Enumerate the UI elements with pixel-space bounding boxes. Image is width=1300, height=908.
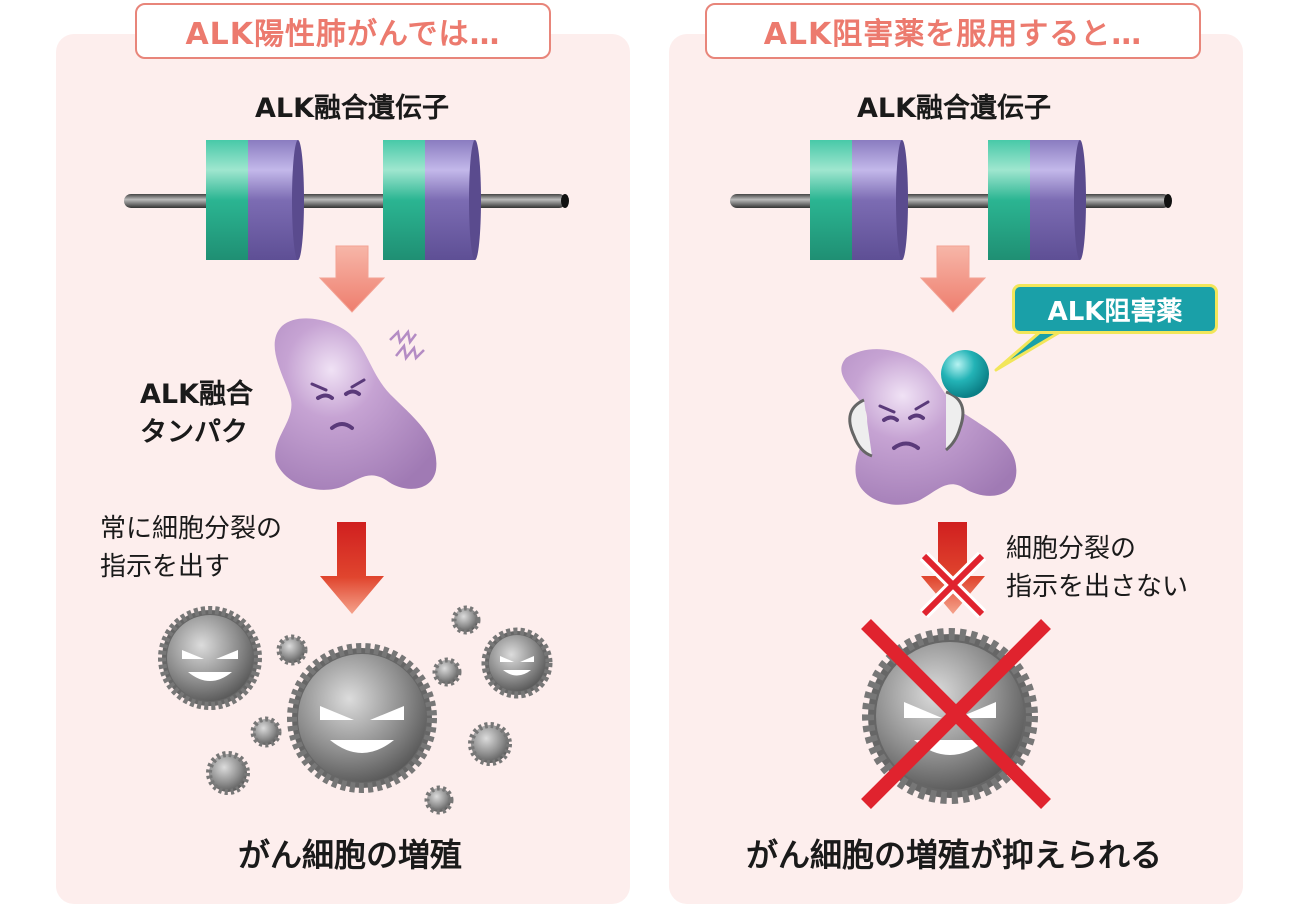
- gene-segment-1-right: [810, 140, 908, 260]
- signal-label-left-line1: 常に細胞分裂の: [100, 514, 283, 544]
- agitation-marks: [389, 329, 425, 361]
- header-alk-inhibitor: ALK阻害薬を服用すると…: [705, 3, 1201, 59]
- signal-label-left-line2: 指示を出す: [100, 552, 231, 582]
- signal-label-left: 常に細胞分裂の 指示を出す: [100, 510, 282, 586]
- drug-bubble-tail: [994, 330, 1062, 372]
- signal-arrow-left: [320, 522, 384, 614]
- blocked-signal-arrow: [919, 522, 987, 619]
- cancer-cell-right: [481, 627, 553, 699]
- signal-label-right-line2: 指示を出さない: [1006, 572, 1189, 602]
- prohibition-cross: [861, 619, 1051, 809]
- cancer-cells-cluster: [158, 605, 553, 815]
- gene-label-right: ALK融合遺伝子: [856, 93, 1052, 124]
- drug-label-bubble: ALK阻害薬: [1012, 284, 1218, 334]
- gene-segment-2-left: [383, 140, 481, 260]
- protein-label-line1: ALK融合: [140, 379, 254, 410]
- signal-label-right: 細胞分裂の 指示を出さない: [1006, 530, 1188, 606]
- gene-diagram-left: [124, 140, 569, 260]
- signal-label-right-line1: 細胞分裂の: [1006, 534, 1137, 564]
- header-alk-positive: ALK陽性肺がんでは…: [135, 3, 551, 59]
- gene-segment-2-right: [988, 140, 1086, 260]
- result-label-right: がん細胞の増殖が抑えられる: [745, 836, 1163, 874]
- expression-arrow-right: [919, 245, 987, 313]
- gene-diagram-right: [730, 140, 1172, 260]
- protein-label-line2: タンパク: [140, 417, 248, 448]
- gene-label-left: ALK融合遺伝子: [254, 93, 450, 124]
- expression-arrow-left: [318, 245, 386, 313]
- result-label-left: がん細胞の増殖: [237, 836, 463, 874]
- alk-fusion-protein: [274, 318, 437, 490]
- alk-inhibitor-molecule: [941, 350, 989, 398]
- inhibited-fusion-protein: [841, 349, 1017, 505]
- protein-label: ALK融合 タンパク: [140, 376, 253, 452]
- gene-segment-1-left: [206, 140, 304, 260]
- cancer-cell-large: [287, 643, 437, 793]
- cancer-cell-upper-left: [158, 606, 262, 710]
